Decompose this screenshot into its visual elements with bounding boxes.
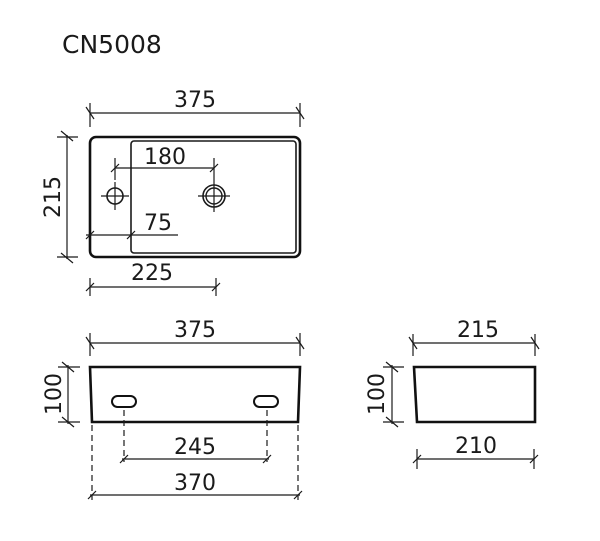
tap-offset-label: 75 (144, 211, 172, 236)
tap-offset-dimension: 75 (85, 211, 178, 240)
side-height-dimension: 100 (365, 361, 404, 428)
drain-offset-dimension: 225 (85, 261, 221, 296)
side-top-depth-label: 215 (457, 318, 499, 343)
front-bottom-width-dimension: 370 (87, 471, 303, 500)
model-title: CN5008 (62, 30, 162, 59)
front-top-width-label: 375 (174, 318, 216, 343)
fixing-slot-left-icon (111, 395, 137, 408)
drain-offset-label: 225 (131, 261, 173, 286)
front-body-outline (88, 365, 302, 424)
basin-outer-rim (88, 135, 302, 259)
front-view: 375 100 245 370 (42, 318, 305, 500)
top-depth-label: 215 (41, 176, 66, 218)
front-height-dimension: 100 (42, 361, 80, 428)
fixing-slot-right-icon (253, 395, 279, 408)
fixing-spacing-dimension: 245 (119, 435, 272, 464)
side-top-depth-dimension: 215 (408, 318, 540, 356)
basin-bowl (130, 140, 297, 254)
side-height-label: 100 (365, 373, 390, 415)
top-width-dimension: 375 (85, 88, 305, 127)
top-depth-dimension: 215 (41, 130, 78, 264)
fixing-spacing-label: 245 (174, 435, 216, 460)
side-view: 215 100 210 (365, 318, 540, 469)
side-bottom-depth-label: 210 (455, 434, 497, 459)
front-top-width-dimension: 375 (85, 318, 305, 356)
hole-spacing-label: 180 (144, 145, 186, 170)
hole-spacing-dimension: 180 (110, 145, 219, 180)
front-height-label: 100 (42, 373, 67, 415)
front-bottom-width-label: 370 (174, 471, 216, 496)
tap-hole-icon (101, 182, 129, 210)
side-bottom-depth-dimension: 210 (412, 434, 539, 469)
drain-hole-icon (198, 180, 230, 212)
top-width-label: 375 (174, 88, 216, 113)
side-body-outline (412, 365, 537, 424)
top-view: 375 215 180 (41, 88, 305, 296)
